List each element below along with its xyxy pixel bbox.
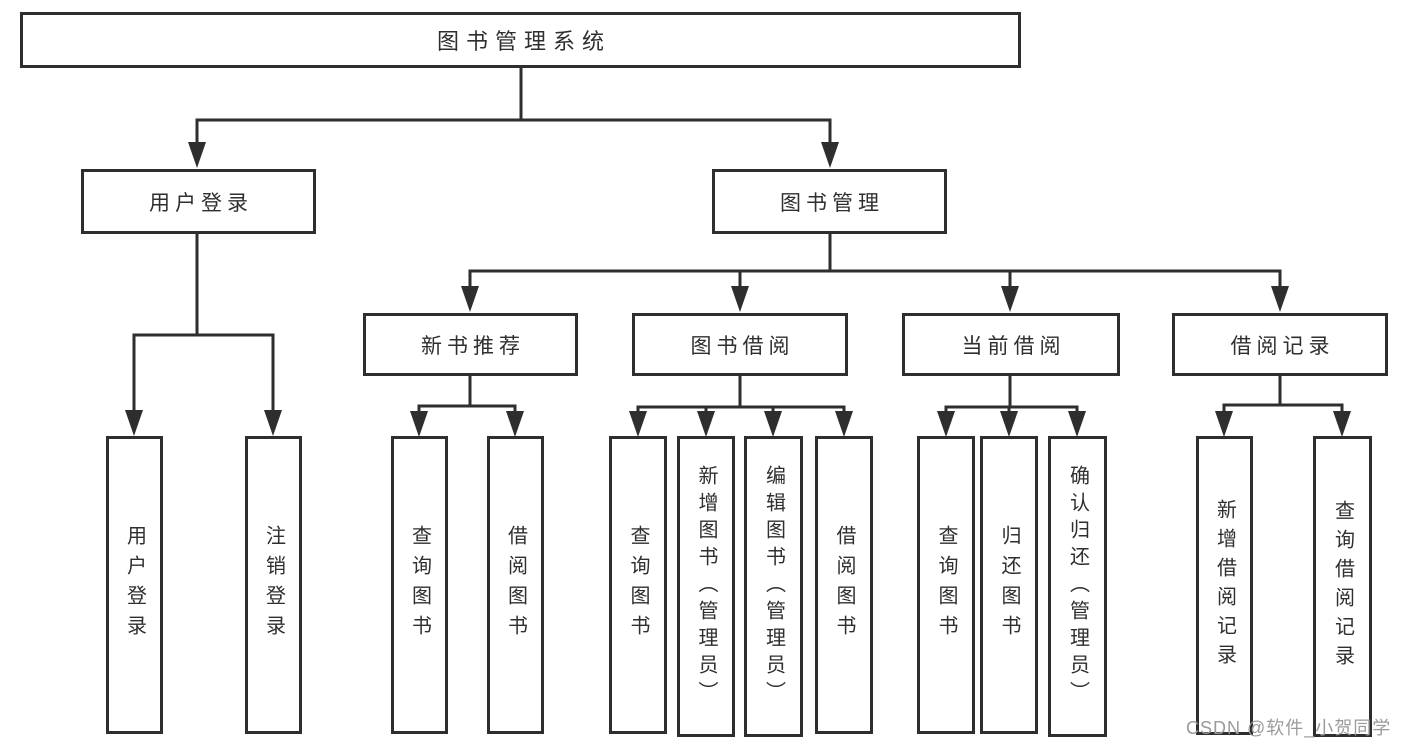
node-label: 借阅记录 <box>1230 334 1335 358</box>
node-label: 注销登录 <box>262 525 285 645</box>
arrow-down-icon <box>937 411 955 437</box>
arrow-down-icon <box>821 142 839 168</box>
arrow-down-icon <box>461 286 479 312</box>
node-leaf-borrow-books-recommend: 借阅图书 <box>487 436 544 734</box>
connector-borrowing-to-leaves <box>636 374 846 414</box>
node-label: 图书借阅 <box>690 334 795 358</box>
arrow-down-icon <box>264 410 282 436</box>
node-label: 确认归还（管理员） <box>1066 465 1089 708</box>
node-leaf-query-books-borrowing: 查询图书 <box>609 436 667 734</box>
arrow-down-icon <box>697 411 715 437</box>
connector-records-to-leaves <box>1222 374 1344 414</box>
connector-bookmgmt-to-level3 <box>468 232 1282 289</box>
connector-newrec-to-leaves <box>417 374 517 414</box>
node-leaf-add-books-admin: 新增图书（管理员） <box>677 436 735 737</box>
arrow-down-icon <box>1068 411 1086 437</box>
node-leaf-edit-books-admin: 编辑图书（管理员） <box>744 436 803 737</box>
node-label: 查询借阅记录 <box>1331 499 1354 674</box>
node-borrowing-records: 借阅记录 <box>1172 313 1388 376</box>
arrow-down-icon <box>835 411 853 437</box>
node-label: 查询图书 <box>627 525 649 645</box>
node-leaf-query-books-current: 查询图书 <box>917 436 975 734</box>
node-library-system: 图书管理系统 <box>20 12 1021 68</box>
connector-userlogin-to-leaves <box>132 232 275 413</box>
node-leaf-borrow-books: 借阅图书 <box>815 436 873 734</box>
node-label: 查询图书 <box>408 525 431 645</box>
node-leaf-user-login: 用户登录 <box>106 436 163 734</box>
node-label: 新增借阅记录 <box>1213 498 1236 673</box>
node-book-borrowing: 图书借阅 <box>632 313 848 376</box>
node-label: 查询图书 <box>935 525 957 645</box>
node-leaf-logout: 注销登录 <box>245 436 302 734</box>
node-label: 归还图书 <box>998 525 1020 645</box>
arrow-down-icon <box>1271 286 1289 312</box>
arrow-down-icon <box>1000 411 1018 437</box>
watermark: CSDN @软件_小贺同学 <box>1186 718 1392 738</box>
connector-root-to-level2 <box>195 65 832 145</box>
arrow-down-icon <box>764 411 782 437</box>
arrow-down-icon <box>1215 411 1233 437</box>
node-label: 当前借阅 <box>961 334 1066 358</box>
node-leaf-return-books: 归还图书 <box>980 436 1038 734</box>
node-current-borrowing: 当前借阅 <box>902 313 1120 376</box>
node-label: 新书推荐 <box>421 334 525 358</box>
node-label: 编辑图书（管理员） <box>762 465 785 708</box>
arrow-down-icon <box>1001 286 1019 312</box>
arrow-down-icon <box>629 411 647 437</box>
connector-current-to-leaves <box>944 374 1079 414</box>
node-book-management: 图书管理 <box>712 169 947 234</box>
node-leaf-query-books-recommend: 查询图书 <box>391 436 448 734</box>
arrow-down-icon <box>125 410 143 436</box>
arrow-down-icon <box>410 411 428 437</box>
node-leaf-confirm-return-admin: 确认归还（管理员） <box>1048 436 1107 737</box>
node-user-login: 用户登录 <box>81 169 316 234</box>
arrow-down-icon <box>1333 411 1351 437</box>
arrow-down-icon <box>506 411 524 437</box>
node-leaf-query-borrow-record: 查询借阅记录 <box>1313 436 1372 737</box>
node-leaf-add-borrow-record: 新增借阅记录 <box>1196 436 1253 735</box>
node-label: 图书管理 <box>780 191 884 215</box>
arrow-down-icon <box>731 286 749 312</box>
node-label: 用户登录 <box>123 525 146 645</box>
node-label: 借阅图书 <box>504 525 527 645</box>
node-new-book-recommend: 新书推荐 <box>363 313 578 376</box>
node-label: 用户登录 <box>149 191 253 215</box>
node-label: 图书管理系统 <box>436 29 611 54</box>
node-label: 新增图书（管理员） <box>695 465 717 708</box>
node-label: 借阅图书 <box>833 525 855 645</box>
arrow-down-icon <box>188 142 206 168</box>
